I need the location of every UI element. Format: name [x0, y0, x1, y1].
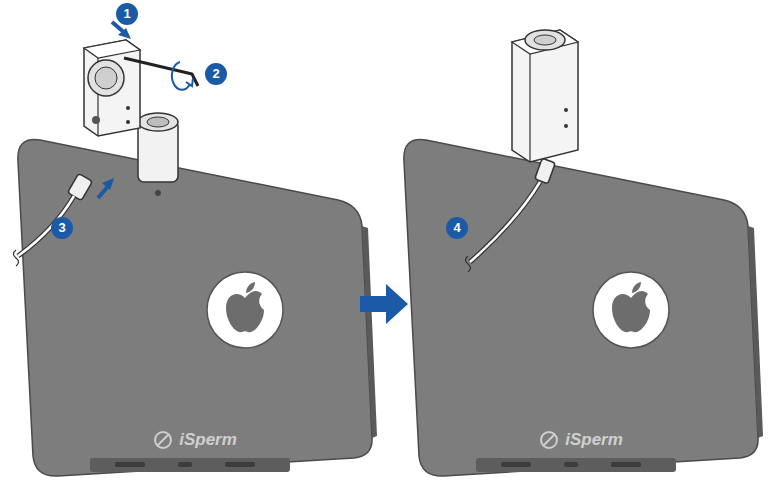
callout-number: 3 [51, 217, 73, 239]
callout-number: 2 [205, 63, 227, 85]
callout-number: 1 [116, 3, 138, 25]
callout-number: 4 [446, 217, 468, 239]
brand-logo: iSperm [565, 430, 623, 450]
brand-logo: iSperm [179, 430, 237, 450]
